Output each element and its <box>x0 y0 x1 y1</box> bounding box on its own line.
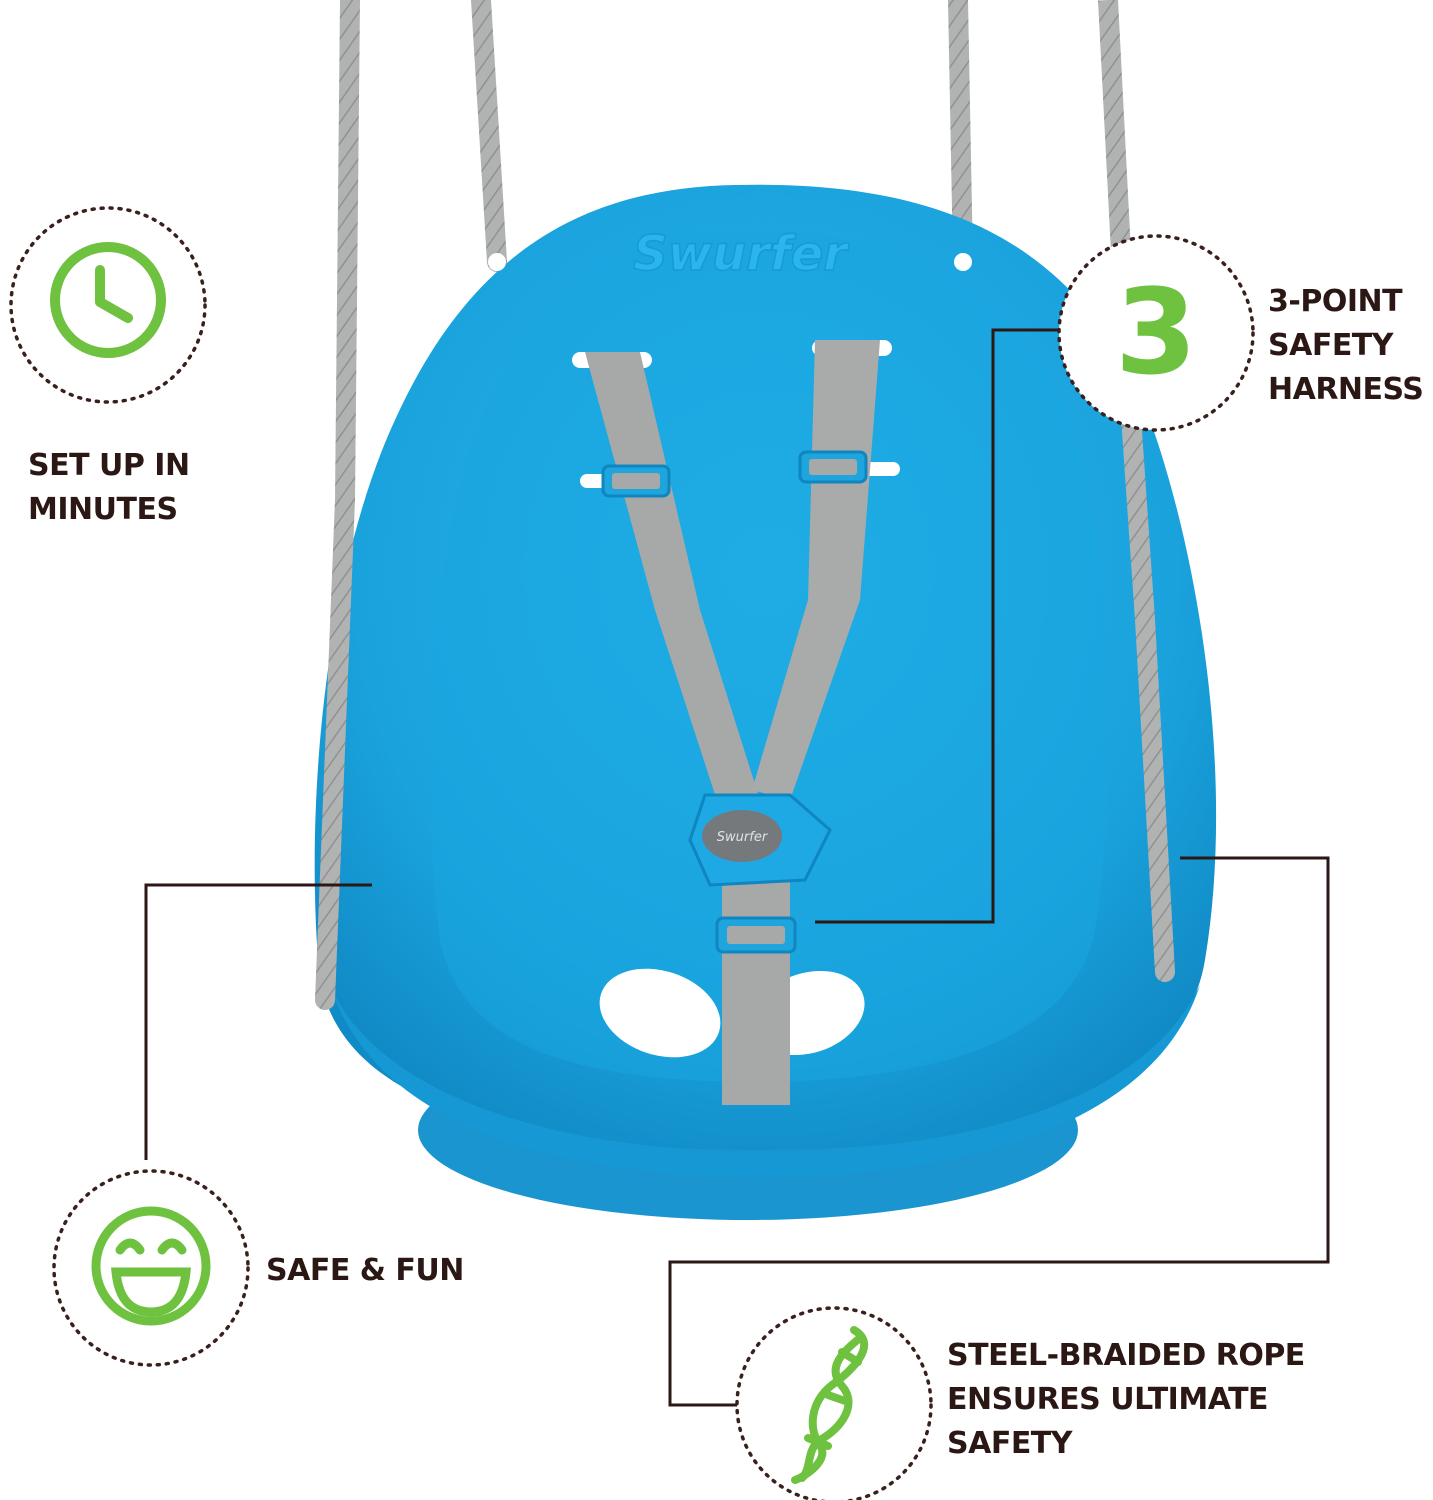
rope-back-right <box>948 0 973 272</box>
feature-label-line: SAFETY <box>947 1426 1072 1461</box>
safety-harness <box>585 340 880 1105</box>
feature-badge-setup <box>9 206 207 404</box>
rope-back-left <box>471 0 507 272</box>
smiley-face-icon <box>91 1206 211 1326</box>
feature-badge-rope <box>735 1306 933 1500</box>
rope-front-left <box>315 0 360 1010</box>
feature-badge-harness: 3 <box>1057 234 1255 432</box>
feature-label-fun: SAFE & FUN <box>266 1249 464 1293</box>
leader-line-harness <box>815 328 1060 924</box>
braided-rope-icon <box>791 1326 869 1484</box>
feature-badge-fun <box>52 1169 250 1367</box>
feature-label-setup: SET UP IN MINUTES <box>28 444 190 532</box>
leader-line-rope <box>668 856 1330 1407</box>
swing-seat <box>314 184 1217 1220</box>
feature-label-line: MINUTES <box>28 492 178 527</box>
clock-icon <box>50 242 166 358</box>
feature-label-rope: STEEL-BRAIDED ROPE ENSURES ULTIMATE SAFE… <box>947 1334 1305 1466</box>
feature-label-line: HARNESS <box>1268 372 1424 407</box>
feature-label-line: SAFETY <box>1268 328 1394 363</box>
buckle-brand: Swurfer <box>717 830 769 845</box>
feature-label-line: ENSURES ULTIMATE <box>947 1382 1269 1417</box>
seat-brand-emboss: Swurfer <box>633 226 850 282</box>
leader-line-fun <box>144 883 372 1160</box>
number-three-icon: 3 <box>1115 263 1197 401</box>
feature-label-line: SAFE & FUN <box>266 1253 464 1288</box>
feature-label-line: 3-POINT <box>1268 284 1403 319</box>
leader-lines <box>144 328 1330 1407</box>
feature-label-line: SET UP IN <box>28 448 190 483</box>
feature-label-line: STEEL-BRAIDED ROPE <box>947 1338 1305 1373</box>
feature-label-harness: 3-POINT SAFETY HARNESS <box>1268 280 1424 412</box>
